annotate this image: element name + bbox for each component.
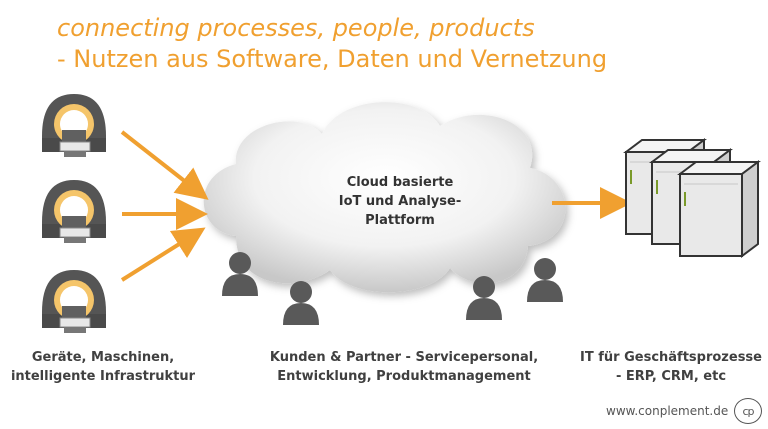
mri-scanner-icon xyxy=(41,179,107,244)
server-icon xyxy=(679,161,759,257)
person-icon xyxy=(283,281,319,325)
mri-scanner-icon xyxy=(41,93,107,158)
cloud-label-line-2: IoT und Analyse- xyxy=(338,194,462,209)
input-arrows xyxy=(120,130,209,282)
slide-title: connecting processes, people, products -… xyxy=(57,13,607,75)
it-label-line-2: - ERP, CRM, etc xyxy=(615,369,727,384)
devices-label-line-1: Geräte, Maschinen, xyxy=(31,350,175,365)
arrow-bottom xyxy=(120,227,206,282)
title-line-2: - Nutzen aus Software, Daten und Vernetz… xyxy=(57,45,608,73)
cloud-label-line-3: Plattform xyxy=(365,213,435,228)
person-icon xyxy=(466,276,502,320)
people-label-line-2: Entwicklung, Produktmanagement xyxy=(277,369,531,384)
person-icon xyxy=(527,258,563,302)
cloud-platform xyxy=(203,102,566,293)
devices-label: Geräte, Maschinen, intelligente Infrastr… xyxy=(4,348,202,386)
people-label-line-1: Kunden & Partner - Servicepersonal, xyxy=(269,350,539,365)
devices-label-line-2: intelligente Infrastruktur xyxy=(10,369,196,384)
arrow-top xyxy=(120,130,209,200)
it-label-line-1: IT für Geschäftsprozesse xyxy=(580,350,762,365)
website-link[interactable]: www.conplement.de xyxy=(606,404,729,418)
company-logo: cp xyxy=(734,398,762,424)
it-label: IT für Geschäftsprozesse - ERP, CRM, etc xyxy=(574,348,768,386)
cloud-label-line-1: Cloud basierte xyxy=(346,175,454,190)
cloud-label: Cloud basierte IoT und Analyse- Plattfor… xyxy=(300,173,500,230)
mri-scanner-icon xyxy=(41,269,107,334)
people-label: Kunden & Partner - Servicepersonal, Entw… xyxy=(254,348,554,386)
title-line-1: connecting processes, people, products xyxy=(57,14,535,42)
